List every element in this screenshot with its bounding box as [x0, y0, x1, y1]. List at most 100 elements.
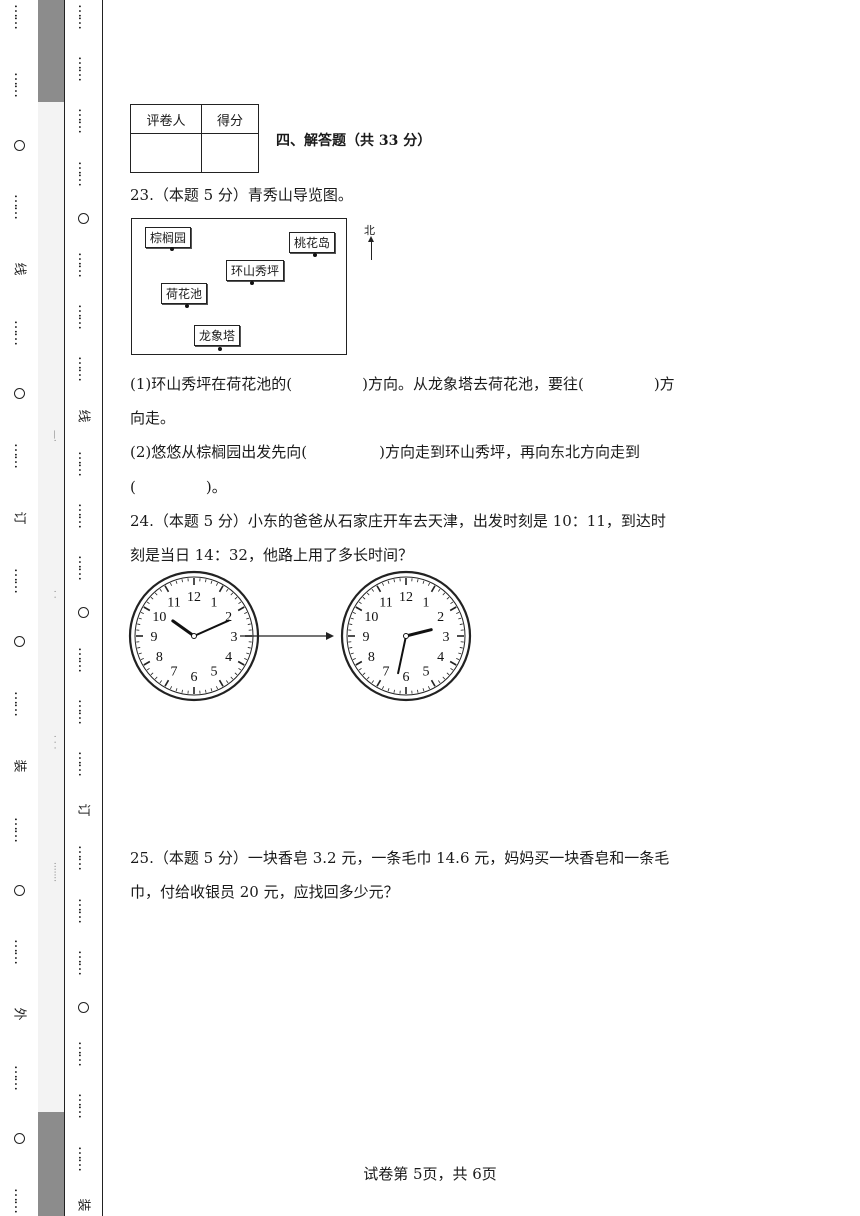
q23-map: 棕榈园 桃花岛 环山秀坪 荷花池 龙象塔 [131, 218, 347, 355]
binding-hole [13, 1132, 25, 1144]
binding-hole [13, 884, 25, 896]
score-cell[interactable] [201, 133, 259, 173]
score-header: 得分 [201, 104, 259, 134]
map-place-palm-garden: 棕榈园 [145, 227, 192, 248]
margin-label: 装 [11, 759, 27, 773]
q23-title: 23.（本题 5 分）青秀山导览图。 [130, 186, 353, 204]
q25-line1: 25.（本题 5 分）一块香皂 3.2 元，一条毛巾 14.6 元，妈妈买一块香… [130, 849, 670, 867]
clock-number: 11 [167, 595, 180, 610]
grader-header: 评卷人 [130, 104, 202, 134]
dots: …… [11, 442, 27, 467]
margin-label: 线 [75, 409, 91, 423]
binding-hole [77, 1002, 89, 1014]
margin-label: 外 [11, 1007, 27, 1021]
north-arrow-icon [368, 236, 374, 260]
dots: …… [11, 320, 27, 345]
clock-number: 9 [363, 630, 370, 645]
map-place-huanshan: 环山秀坪 [226, 260, 285, 281]
q23-part1-cont: 向走。 [130, 409, 176, 427]
dots: …… [75, 751, 91, 776]
q23-p2-text: )。 [205, 478, 227, 496]
clock-number: 1 [423, 595, 430, 610]
dots: …… [11, 1187, 27, 1212]
dots: …… [11, 1065, 27, 1090]
dots: …… [75, 555, 91, 580]
dots: …… [75, 4, 91, 28]
map-place-lotus-pond: 荷花池 [161, 283, 208, 304]
score-table: 评卷人 得分 [130, 104, 259, 173]
binding-hole [77, 607, 89, 619]
map-dot [185, 304, 189, 308]
q23-part2: (2)悠悠从棕榈园出发先向( )方向走到环山秀坪，再向东北方向走到 [130, 440, 730, 464]
q23-part2-cont: ( )。 [130, 475, 227, 499]
clock-number: 9 [151, 630, 158, 645]
binding-hole [13, 387, 25, 399]
q23-p1-text: )方向。从龙象塔去荷花池，要往( [362, 375, 584, 393]
clock-number: 4 [225, 650, 232, 665]
dots: …… [11, 4, 27, 28]
dots: …… [75, 949, 91, 974]
clock-number: 7 [383, 665, 390, 680]
clock-number: 12 [187, 590, 201, 605]
dots: …… [75, 304, 91, 329]
clock-number: 6 [403, 670, 410, 685]
dots: …… [75, 503, 91, 528]
clock-number: 3 [231, 630, 238, 645]
dots: …… [75, 356, 91, 381]
margin-label: 订 [11, 511, 27, 525]
map-dot [313, 253, 317, 257]
q23-p2-text: ( [130, 478, 136, 496]
clock-number: 6 [191, 670, 198, 685]
dots: …… [75, 56, 91, 81]
q24-line1: 24.（本题 5 分）小东的爸爸从石家庄开车去天津，出发时刻是 10：11，到达… [130, 512, 666, 530]
q23-part1: (1)环山秀坪在荷花池的()方向。从龙象塔去荷花池，要往()方 [130, 372, 730, 396]
map-dot [250, 281, 254, 285]
page-footer: 试卷第 5页，共 6页 [363, 1165, 497, 1183]
dots: …… [75, 160, 91, 185]
clock-number: 11 [379, 595, 392, 610]
dots: …… [75, 1041, 91, 1066]
dots: …… [11, 71, 27, 96]
dots: …… [75, 450, 91, 475]
grader-cell[interactable] [130, 133, 202, 173]
dots: …… [11, 691, 27, 716]
clock-number: 5 [211, 665, 218, 680]
map-dot [218, 347, 222, 351]
margin-label: 装 [75, 1198, 91, 1212]
margin-label: 线 [11, 262, 27, 276]
inner-binding-column: …… …… …… …… …… …… …… 线 …… …… …… …… …… ……… [64, 0, 103, 1216]
map-dot [170, 247, 174, 251]
dots: …… [11, 939, 27, 964]
clock-number: 5 [423, 665, 430, 680]
clock-number: 4 [437, 650, 444, 665]
dots: …… [75, 1093, 91, 1118]
clock-number: 2 [437, 610, 444, 625]
dots: …… [75, 108, 91, 133]
dots: …… [75, 252, 91, 277]
binding-hole [13, 636, 25, 648]
clock-number: 7 [171, 665, 178, 680]
clock-number: 2 [225, 610, 232, 625]
q23-p2-text: (2)悠悠从棕榈园出发先向( [130, 443, 308, 461]
clock-number: 10 [364, 610, 378, 625]
dots: …… [75, 897, 91, 922]
map-place-longxiang-tower: 龙象塔 [194, 325, 241, 346]
map-place-peach-island: 桃花岛 [289, 232, 336, 253]
dots: …… [75, 845, 91, 870]
q23-p2-text: )方向走到环山秀坪，再向东北方向走到 [379, 443, 640, 461]
section-title: 四、解答题（共 33 分） [276, 133, 432, 149]
dots: …… [75, 698, 91, 723]
clock-number: 12 [399, 590, 413, 605]
clock-number: 8 [156, 650, 163, 665]
dots: …… [75, 646, 91, 671]
arrow-right-icon [240, 632, 334, 640]
dots: …… [11, 194, 27, 219]
strip-marks: —· · · · · · ······· [49, 430, 59, 883]
north-label: 北 [364, 224, 375, 237]
binding-hole [77, 212, 89, 224]
dots: …… [75, 1145, 91, 1170]
dots: …… [11, 568, 27, 593]
